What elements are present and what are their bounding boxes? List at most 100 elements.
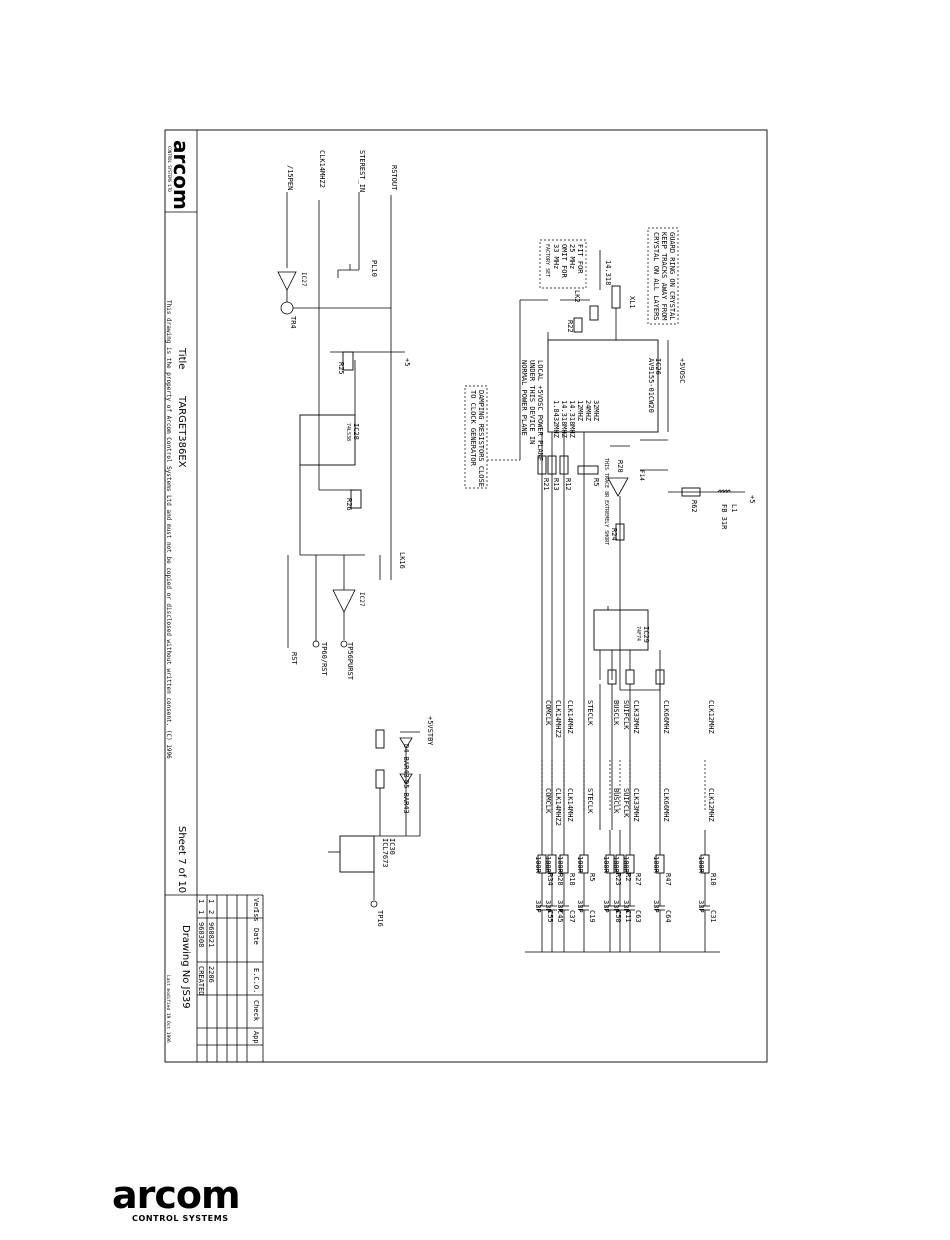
svg-text:14.318: 14.318	[604, 260, 612, 285]
svg-text:NORMAL POWER PLANE: NORMAL POWER PLANE	[520, 360, 528, 436]
link-lk16: LK16	[300, 552, 406, 580]
resistor-r12: R12	[564, 478, 572, 491]
svg-text:FB 31R: FB 31R	[720, 504, 728, 530]
svg-text:L1: L1	[730, 504, 738, 512]
output-resistor-label: R47	[664, 873, 672, 886]
svg-text:+5: +5	[748, 495, 756, 503]
left-signal-nets: RSTOUT STEREST_IN CLK14MHZ2 /15PEN	[286, 150, 398, 555]
rev-cell: 2206	[207, 966, 215, 983]
output-capacitor-label: C11	[624, 910, 632, 923]
output-resistor-value: 100R	[602, 856, 610, 874]
ic26-clock-generator: IC26 AV9155-01CW20 +5VOSC 32MHZ 24MHZ 12…	[519, 299, 686, 460]
output-resistor-value: 100R	[534, 856, 542, 874]
testpoints: TP56PURST TP60/RST RST	[287, 555, 354, 681]
output-capacitor-label: C50	[614, 910, 622, 923]
svg-text:PL10: PL10	[370, 260, 378, 277]
svg-text:CRYSTAL ON ALL LAYERS: CRYSTAL ON ALL LAYERS	[652, 232, 660, 321]
output-capacitor-label: C19	[588, 910, 596, 923]
resistor-r19: R5	[592, 478, 600, 486]
output-capacitor-value: 33P	[556, 900, 564, 913]
output-capacitor-label: C64	[664, 910, 672, 923]
note-trace: THIS TRACE 8R EXTREMELY SHORT	[603, 458, 609, 545]
output-capacitor-value: 33P	[612, 900, 620, 913]
ic27-gate: IC27	[332, 555, 365, 640]
rev-cell: 960308	[197, 922, 205, 947]
svg-text:UNDER THIS DEVICE IN: UNDER THIS DEVICE IN	[528, 360, 536, 444]
resistor-r25: R25	[337, 362, 345, 375]
output-capacitor-value: 33P	[622, 900, 630, 913]
net-rstout: RSTOUT	[390, 165, 398, 191]
rev-header-check: Check	[252, 1000, 260, 1022]
footer-logo-sub: CONTROL SYSTEMS	[132, 1214, 229, 1223]
svg-text:RST: RST	[290, 652, 298, 665]
svg-text:TP56PURST: TP56PURST	[346, 642, 354, 681]
output-net-label-2: BUSCLK	[612, 788, 620, 814]
net-sterest: STEREST_IN	[358, 150, 366, 192]
svg-text:TR4: TR4	[289, 316, 297, 329]
output-capacitor-value: 33P	[544, 900, 552, 913]
output-resistor-value: 100R	[612, 856, 620, 874]
output-net-label: CLK12MHZ	[707, 700, 715, 734]
output-net-label: STECLK	[586, 700, 594, 726]
svg-text:24MHZ: 24MHZ	[584, 400, 592, 421]
output-net-label-2: CLK14MHZ	[566, 788, 574, 822]
sheet-border	[164, 129, 768, 1063]
svg-text:XL1: XL1	[628, 296, 636, 309]
title-label: Title	[176, 347, 187, 369]
svg-text:TP60/RST: TP60/RST	[320, 642, 328, 677]
output-resistor-label: R18	[568, 873, 576, 886]
output-capacitor-label: C31	[709, 910, 717, 923]
output-resistor-label: R23	[614, 873, 622, 886]
output-resistor-value: 100R	[556, 856, 564, 874]
output-net-label-2: CLK33MHZ	[632, 788, 640, 822]
svg-text:AV9155-01CW20: AV9155-01CW20	[647, 358, 655, 413]
copyright-notice: This drawing is the property of Arcom Co…	[165, 300, 172, 759]
svg-text:74F74: 74F74	[635, 626, 641, 641]
svg-text:33 MHz: 33 MHz	[552, 244, 560, 269]
output-net-label: CLK33MHZ	[632, 700, 640, 734]
svg-text:ICL7673: ICL7673	[381, 838, 389, 868]
resistor-r21: R21	[542, 478, 550, 491]
rev-cell: 1	[197, 910, 205, 914]
transistor-tr4: TR4 IC27	[277, 271, 391, 329]
svg-text:F14: F14	[638, 470, 645, 481]
output-resistor-label: R28	[556, 873, 564, 886]
title-value: TARGET386EX	[176, 395, 187, 468]
rev-header-eco: E.C.O.	[252, 968, 260, 993]
svg-text:IC27: IC27	[300, 272, 307, 287]
rev-header-app: App	[252, 1031, 260, 1044]
resistor-r20: R20	[616, 460, 624, 473]
svg-text:LK16: LK16	[398, 552, 406, 569]
output-net-label: CLK14MHZ2	[554, 700, 562, 738]
svg-text:DAMPING RESISTORS CLOSE: DAMPING RESISTORS CLOSE	[477, 390, 485, 487]
ic28-reset: IC28 74LS38 R25 +5 R26	[299, 351, 411, 555]
svg-text:GUARD RING ON CRYSTAL: GUARD RING ON CRYSTAL	[668, 232, 676, 321]
revision-table: Ver Iss Date E.C.O. Check App 1 2 960821…	[197, 895, 263, 1062]
output-net-label-2: CLK14MHZ2	[554, 788, 562, 826]
output-capacitor-label: C55	[546, 910, 554, 923]
crystal-xl1: XL1 14.318 LK2 R22	[560, 250, 636, 340]
output-capacitor-value: 33P	[697, 900, 705, 913]
footer-company-logo: arcom CONTROL SYSTEMS	[112, 1176, 242, 1224]
output-resistor-label: R5	[588, 873, 596, 881]
title-block-logo: arcom	[169, 140, 193, 210]
svg-text:25 MHz: 25 MHz	[568, 244, 576, 269]
output-net-label-2: STECLK	[586, 788, 594, 814]
output-net-label: COMCLK	[544, 700, 552, 726]
output-clock-nets: CLK12MHZCLK12MHZ100RR1033PC31CLK66MHZCLK…	[534, 700, 717, 952]
svg-text:KEEP TRACKS AWAY FROM: KEEP TRACKS AWAY FROM	[660, 232, 668, 321]
rev-cell: CREATED	[197, 966, 205, 996]
output-resistor-value: 100R	[576, 856, 584, 874]
link-pl10: PL10	[337, 260, 378, 278]
drawing-number: Drawing No JS39	[180, 925, 191, 1009]
net-15pen: /15PEN	[286, 165, 294, 190]
note-local-plane: LOCAL +5VOSC POWER PLANE UNDER THIS DEVI…	[520, 360, 544, 461]
damping-resistors: R5 R12 R13 R21	[537, 432, 600, 830]
output-net-label: BUSCLK	[612, 700, 620, 726]
resistor-r62: R62	[690, 500, 698, 513]
note-damping: DAMPING RESISTORS CLOSE TO CLOCK GENERAT…	[464, 385, 520, 489]
note-fit-for: FIT FOR 25 MHz OMIT FOR 33 MHz FACTORY S…	[539, 239, 587, 289]
svg-text:IC29: IC29	[642, 626, 650, 643]
svg-text:FIT FOR: FIT FOR	[576, 244, 584, 274]
note-guard-ring: GUARD RING ON CRYSTAL KEEP TRACKS AWAY F…	[647, 227, 679, 325]
